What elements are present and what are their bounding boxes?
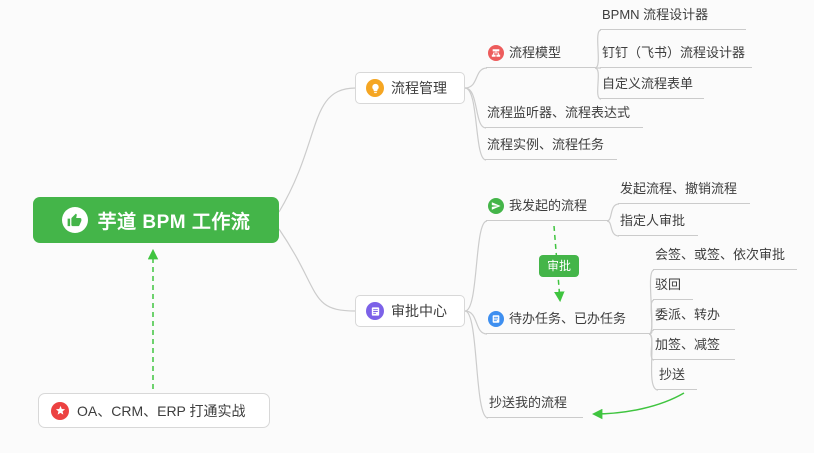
edge-root-process xyxy=(278,87,357,213)
node-bpmn-designer[interactable]: BPMN 流程设计器 xyxy=(600,7,746,30)
thumbs-up-icon xyxy=(61,207,88,233)
node-dingtalk-designer[interactable]: 钉钉（飞书）流程设计器 xyxy=(600,45,752,68)
root-label: 芋道 BPM 工作流 xyxy=(97,211,251,233)
send-icon xyxy=(488,198,504,214)
edge-root-approval xyxy=(278,228,357,312)
node-label: 抄送我的流程 xyxy=(489,395,568,410)
node-label: 钉钉（飞书）流程设计器 xyxy=(602,45,746,60)
node-label: 驳回 xyxy=(655,277,682,292)
node-label: 流程管理 xyxy=(391,80,447,96)
node-my-initiated[interactable]: 我发起的流程 xyxy=(486,198,608,221)
node-assignee-approval[interactable]: 指定人审批 xyxy=(618,213,698,236)
node-reject[interactable]: 驳回 xyxy=(653,277,693,300)
root-node[interactable]: 芋道 BPM 工作流 xyxy=(33,197,279,243)
node-add-reduce-sign[interactable]: 加签、减签 xyxy=(653,337,735,360)
node-label: 审批中心 xyxy=(391,303,447,319)
lightbulb-icon xyxy=(366,79,384,97)
node-label: 发起流程、撤销流程 xyxy=(620,181,738,196)
node-label: 委派、转办 xyxy=(655,307,721,322)
flow-model-icon xyxy=(488,45,504,61)
edge-process-instance xyxy=(464,87,487,161)
node-todo-done[interactable]: 待办任务、已办任务 xyxy=(486,311,650,334)
node-label: 流程实例、流程任务 xyxy=(487,137,605,152)
node-cc[interactable]: 抄送 xyxy=(657,367,697,390)
node-label: 我发起的流程 xyxy=(509,198,588,213)
node-label: 自定义流程表单 xyxy=(602,76,694,91)
node-process-model[interactable]: 流程模型 xyxy=(486,45,596,68)
tasks-icon xyxy=(488,311,504,327)
node-approval-center[interactable]: 审批中心 xyxy=(355,295,465,327)
cc-flow-arrow xyxy=(591,392,685,420)
node-countersign[interactable]: 会签、或签、依次审批 xyxy=(653,247,797,270)
edge-approval-tododone xyxy=(464,310,488,335)
node-label: 指定人审批 xyxy=(620,213,686,228)
node-label: 加签、减签 xyxy=(655,337,721,352)
edge-approval-myinitiated xyxy=(464,220,488,312)
approval-badge[interactable]: 审批 xyxy=(539,255,580,277)
node-process-instance[interactable]: 流程实例、流程任务 xyxy=(485,137,617,160)
node-label: 抄送 xyxy=(659,367,686,382)
node-cc-my-process[interactable]: 抄送我的流程 xyxy=(487,395,583,418)
node-process-listener[interactable]: 流程监听器、流程表达式 xyxy=(485,105,643,128)
node-custom-form[interactable]: 自定义流程表单 xyxy=(600,76,704,99)
node-label: OA、CRM、ERP 打通实战 xyxy=(77,402,246,419)
node-initiate-cancel[interactable]: 发起流程、撤销流程 xyxy=(618,181,750,204)
edge-approval-ccmy xyxy=(464,310,489,419)
node-integration-practice[interactable]: OA、CRM、ERP 打通实战 xyxy=(38,393,270,428)
edge-process-model xyxy=(464,67,488,89)
node-delegate-transfer[interactable]: 委派、转办 xyxy=(653,307,735,330)
checklist-icon xyxy=(366,302,384,320)
node-label: BPMN 流程设计器 xyxy=(602,7,709,22)
star-icon xyxy=(51,401,69,420)
edge-process-listener xyxy=(464,87,487,129)
node-label: 流程监听器、流程表达式 xyxy=(487,105,631,120)
node-label: 会签、或签、依次审批 xyxy=(655,247,786,262)
node-label: 待办任务、已办任务 xyxy=(509,311,627,326)
node-process-management[interactable]: 流程管理 xyxy=(355,72,465,104)
node-label: 流程模型 xyxy=(509,45,562,60)
